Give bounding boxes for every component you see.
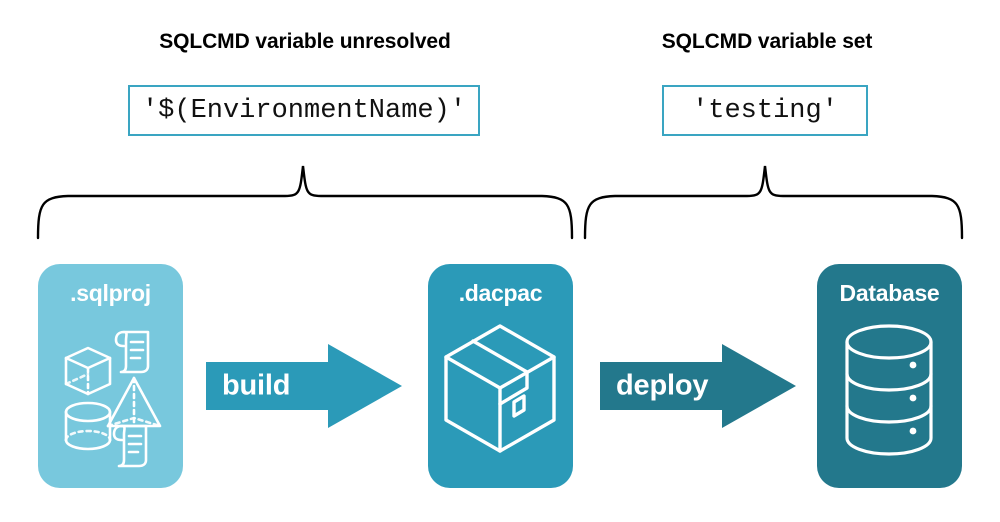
arrow-label-build: build: [222, 369, 291, 402]
group-heading-unresolved: SQLCMD variable unresolved: [159, 30, 451, 53]
stage-label-dacpac: .dacpac: [458, 280, 543, 306]
script-icon: [112, 424, 148, 468]
value-box-set: 'testing': [662, 85, 868, 136]
stage-box-dacpac: .dacpac: [428, 264, 573, 488]
stage-box-sqlproj: .sqlproj: [38, 264, 183, 488]
stage-label-database: Database: [839, 280, 940, 306]
brace-right-icon: [583, 165, 964, 240]
cylinder-icon: [64, 401, 112, 451]
stage-art-dacpac: [444, 324, 556, 453]
group-heading-set: SQLCMD variable set: [661, 30, 873, 53]
script-icon: [114, 330, 150, 374]
stage-art-database: [845, 324, 933, 456]
brace-left-icon: [36, 165, 574, 240]
stage-art-sqlproj: [64, 330, 162, 468]
arrow-build-icon: [206, 344, 402, 428]
arrow-build: build: [206, 344, 402, 428]
arrow-label-deploy: deploy: [616, 369, 709, 402]
value-box-unresolved: '$(EnvironmentName)': [128, 85, 480, 136]
arrow-deploy: deploy: [600, 344, 796, 428]
package-box-icon: [444, 324, 556, 453]
arrow-deploy-icon: [600, 344, 796, 428]
stage-label-sqlproj: .sqlproj: [70, 280, 151, 306]
cube-icon: [64, 346, 112, 396]
stage-box-database: Database: [817, 264, 962, 488]
database-cylinder-icon: [845, 324, 933, 456]
pyramid-icon: [106, 376, 162, 428]
